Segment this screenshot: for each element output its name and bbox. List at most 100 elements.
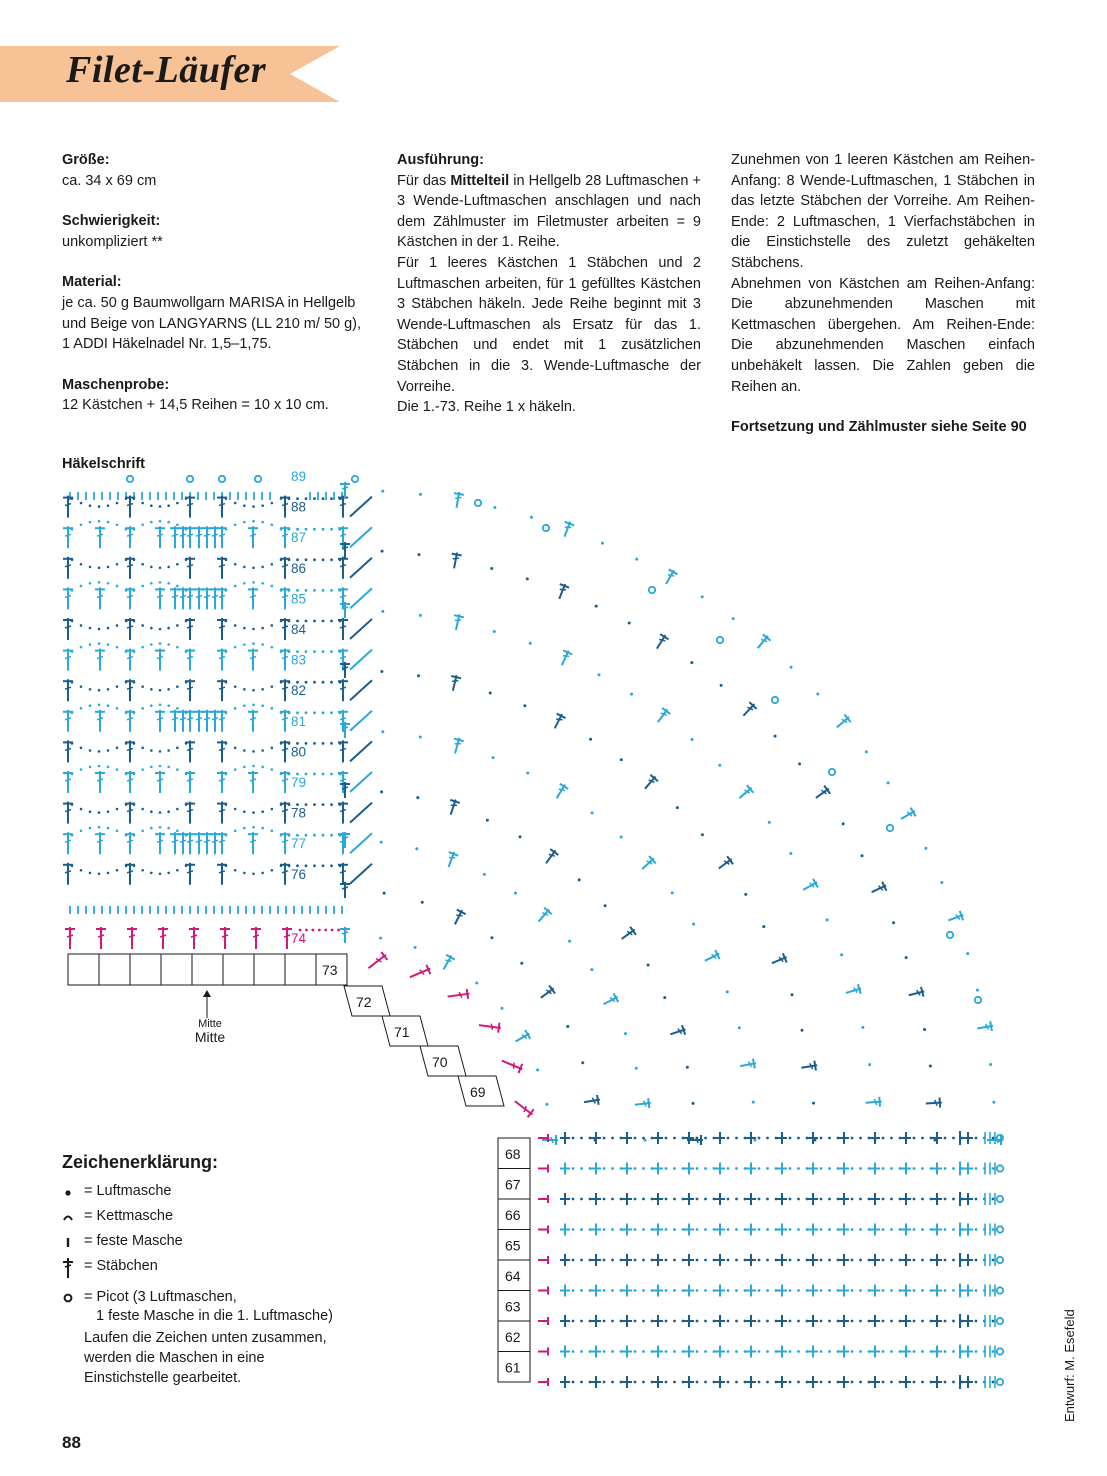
chain-dot-mark xyxy=(992,1320,995,1323)
chain-dot-mark xyxy=(296,773,299,776)
chain-arc-dot-mark xyxy=(133,712,136,715)
chain-dot-mark xyxy=(673,1320,676,1323)
chain-dot-mark xyxy=(775,1198,778,1201)
chain-arc-dot-mark xyxy=(150,827,153,830)
chain-dot-mark xyxy=(339,620,342,623)
chain-arc-dot-mark xyxy=(98,811,101,814)
chain-dot-mark xyxy=(611,1381,614,1384)
chain-dot-mark xyxy=(975,1320,978,1323)
chain-arc-dot-mark xyxy=(98,642,101,645)
dc-stitch-mark xyxy=(170,587,180,609)
chain-arc-dot-mark xyxy=(280,650,283,653)
chain-dot-mark xyxy=(589,1350,592,1353)
chain-dot-mark xyxy=(572,1320,575,1323)
chain-dot-mark xyxy=(975,1259,978,1262)
dc-stitch-mark xyxy=(202,710,212,732)
chain-dot-mark xyxy=(313,803,316,806)
chain-dot-mark xyxy=(673,1259,676,1262)
dc-stitch-mark xyxy=(739,1058,757,1071)
dc-stitch-mark xyxy=(95,587,105,609)
row-number-label: 67 xyxy=(505,1177,521,1193)
chain-dot-mark xyxy=(806,1228,809,1231)
chain-dot-mark xyxy=(580,1289,583,1292)
chain-dot-mark xyxy=(580,1381,583,1384)
chain-dot-mark xyxy=(735,1350,738,1353)
chain-arc-dot-mark xyxy=(150,749,153,752)
dc-stitch-mark xyxy=(449,552,462,570)
dc-stitch-mark xyxy=(770,952,789,967)
chain-dot-mark xyxy=(322,742,325,745)
chain-dot-mark xyxy=(682,1289,685,1292)
row-number-label: 86 xyxy=(291,561,306,576)
dc-stitch-mark xyxy=(194,526,204,548)
picot-mark xyxy=(649,587,655,593)
chain-arc-dot-mark xyxy=(234,829,237,832)
chain-dot-mark xyxy=(415,847,418,850)
chain-dot-mark xyxy=(890,1381,893,1384)
dc-stitch-mark xyxy=(452,491,465,508)
chain-arc-dot-mark xyxy=(176,624,179,627)
chain-arc-dot-mark xyxy=(71,620,74,623)
chain-arc-dot-mark xyxy=(159,765,162,768)
chain-dot-mark xyxy=(758,1381,761,1384)
chain-arc-dot-mark xyxy=(159,505,162,508)
row-number-label: 80 xyxy=(291,744,306,759)
chain-dot-mark xyxy=(837,1228,840,1231)
chain-arc-dot-mark xyxy=(167,627,170,630)
chain-dot-mark xyxy=(744,1350,747,1353)
chain-dot-mark xyxy=(296,497,299,500)
chain-dot-mark xyxy=(851,1259,854,1262)
chain-arc-dot-mark xyxy=(261,566,264,569)
chain-dot-mark xyxy=(665,1228,668,1231)
chain-arc-dot-mark xyxy=(185,742,188,745)
dc-stitch-mark xyxy=(444,850,459,869)
chain-dot-mark xyxy=(868,1350,871,1353)
chain-dot-mark xyxy=(735,1259,738,1262)
chain-dot-mark xyxy=(820,1289,823,1292)
chain-arc-dot-mark xyxy=(243,688,246,691)
chain-dot-mark xyxy=(758,1198,761,1201)
chain-dot-mark xyxy=(665,1137,668,1140)
chain-dot-mark xyxy=(572,1228,575,1231)
dc-stitch-mark xyxy=(654,706,672,725)
chain-dot-mark xyxy=(952,1167,955,1170)
chain-arc-dot-mark xyxy=(271,646,274,649)
chain-dot-mark xyxy=(620,836,623,839)
legend-item-double: = Stäbchen xyxy=(62,1254,344,1279)
chain-dot-mark xyxy=(296,558,299,561)
chain-arc-dot-mark xyxy=(176,768,179,771)
chain-dot-mark xyxy=(313,497,316,500)
chain-arc-dot-mark xyxy=(185,773,188,776)
dc-stitch-mark xyxy=(194,832,204,854)
chain-dot-mark xyxy=(529,642,532,645)
chain-dot-mark xyxy=(775,1289,778,1292)
chain-dot-mark xyxy=(634,1350,637,1353)
chain-arc-dot-mark xyxy=(150,872,153,875)
chain-dot-mark xyxy=(696,1350,699,1353)
chain-arc-dot-mark xyxy=(107,582,110,585)
chain-dot-mark xyxy=(490,567,493,570)
chain-dot-mark xyxy=(890,1289,893,1292)
chain-arc-dot-mark xyxy=(150,810,153,813)
chain-dot-mark xyxy=(890,1320,893,1323)
chain-dot-mark xyxy=(603,1350,606,1353)
chain-dot-mark xyxy=(493,506,496,509)
dc-stitch-mark xyxy=(202,526,212,548)
chain-dot-mark xyxy=(718,764,721,767)
chain-arc-dot-mark xyxy=(141,869,144,872)
dc-stitch-mark xyxy=(513,1029,532,1046)
chain-arc-dot-mark xyxy=(133,620,136,623)
chain-dot-mark xyxy=(313,620,316,623)
chain-dot-mark xyxy=(961,1167,964,1170)
chain-dot-mark xyxy=(322,589,325,592)
chain-dot-mark xyxy=(330,773,333,776)
chain-arc-dot-mark xyxy=(252,642,255,645)
chain-dot-mark xyxy=(766,1350,769,1353)
chain-arc-dot-mark xyxy=(243,827,246,830)
chain-dot-mark xyxy=(828,1320,831,1323)
chain-dot-mark xyxy=(514,892,517,895)
dc-stitch-mark xyxy=(158,927,168,949)
chain-arc-dot-mark xyxy=(125,742,128,745)
chain-arc-dot-mark xyxy=(133,681,136,684)
chain-arc-dot-mark xyxy=(159,689,162,692)
